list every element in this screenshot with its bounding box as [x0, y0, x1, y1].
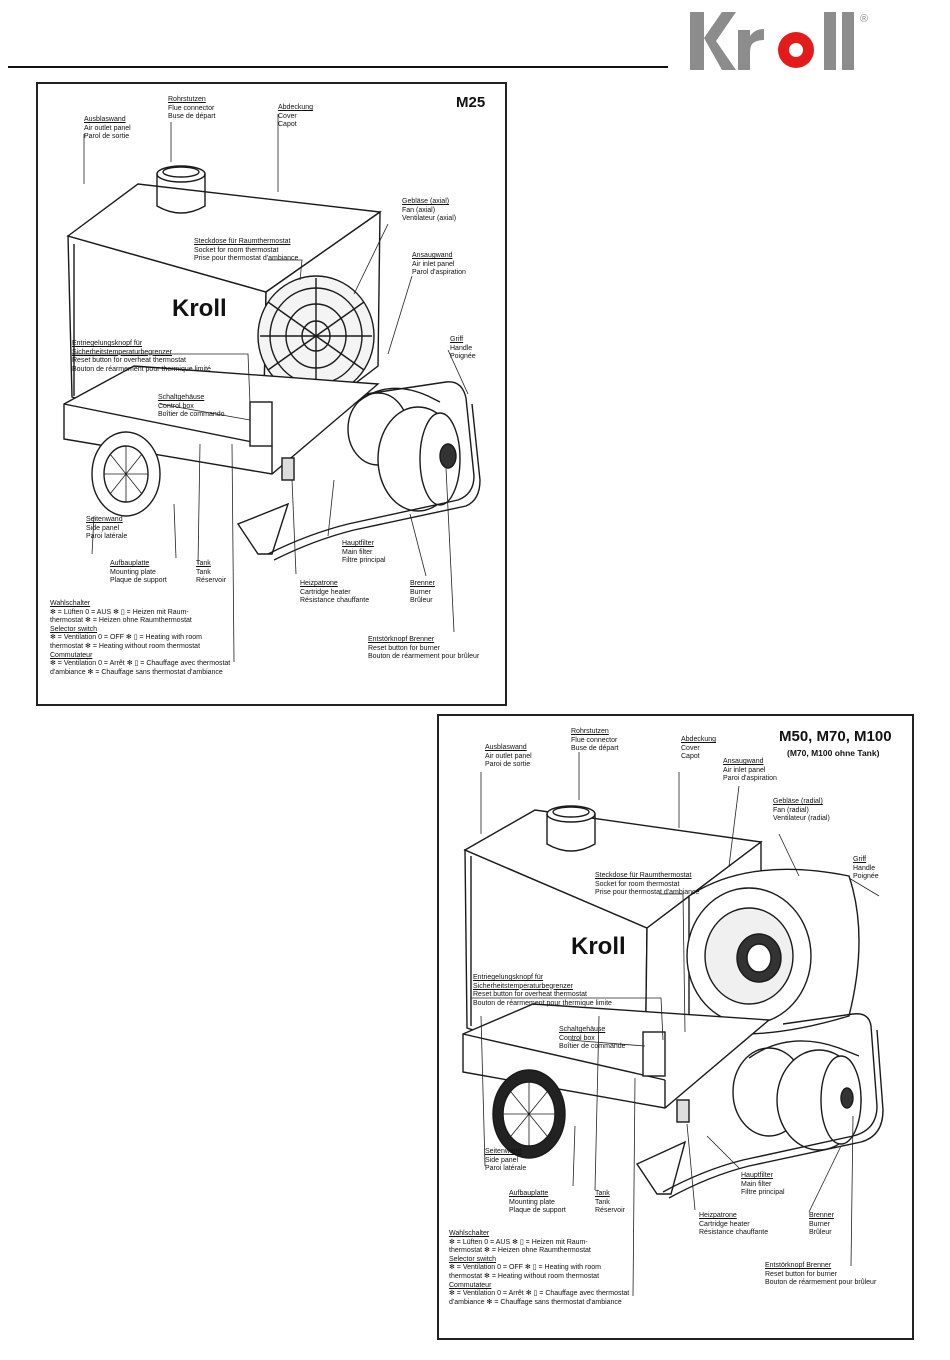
diagram-panel-m50: M50, M70, M100 (M70, M100 ohne Tank): [437, 714, 914, 1340]
model-title: M25: [456, 94, 486, 111]
label-fan-axial: Gebläse (axial)Fan (axial)Ventilateur (a…: [402, 198, 457, 223]
kroll-logo: ®: [690, 12, 868, 70]
selector-switch-legend: Wahlschalter✻ = Lüften 0 = AUS ✻ ▯ = Hei…: [449, 1230, 630, 1306]
diagram-panel-m25: M25: [36, 82, 507, 706]
model-title: M50, M70, M100: [779, 728, 892, 745]
svg-text:Kroll: Kroll: [172, 295, 227, 322]
svg-text:Kroll: Kroll: [571, 933, 626, 960]
selector-switch-legend: Wahlschalter✻ = Lüften 0 = AUS ✻ ▯ = Hei…: [50, 600, 231, 676]
header-rule: [8, 66, 668, 68]
model-subtitle: (M70, M100 ohne Tank): [787, 748, 880, 758]
svg-text:®: ®: [860, 13, 868, 25]
label-fan-radial: Gebläse (radial)Fan (radial)Ventilateur …: [773, 798, 830, 823]
heater-drawing-m25: Kroll: [63, 114, 481, 663]
heater-drawing-m50: Kroll: [462, 752, 884, 1297]
